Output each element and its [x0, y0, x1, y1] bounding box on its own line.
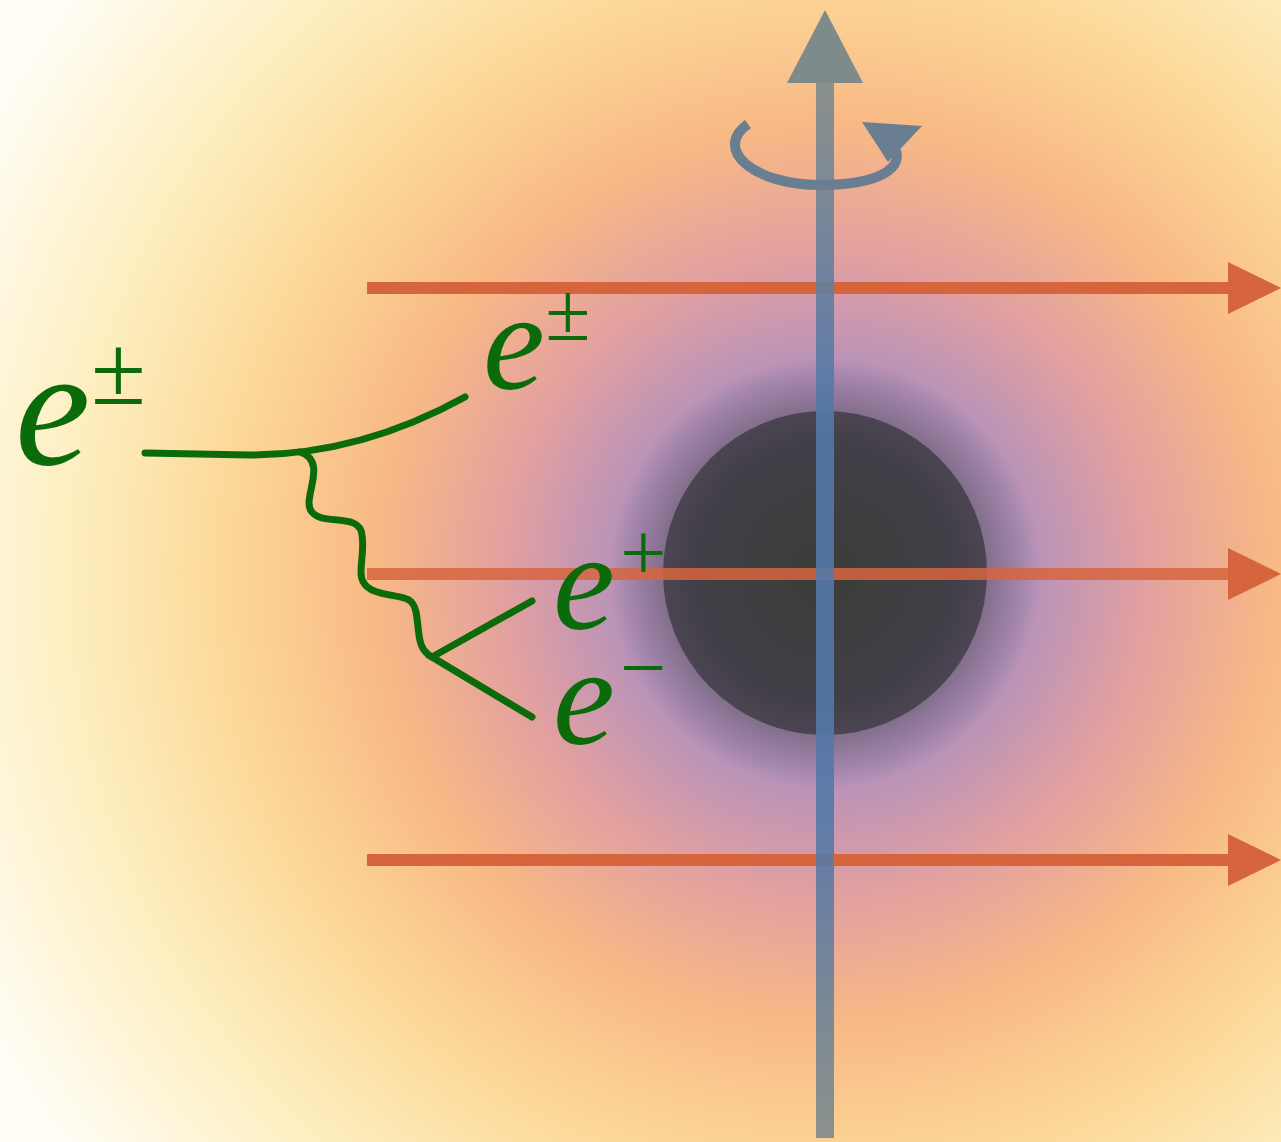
- particle-label: e±: [15, 321, 145, 492]
- particle-label: e±: [483, 272, 590, 413]
- pair-cascade: [145, 397, 532, 717]
- particle-label: e−: [553, 627, 670, 768]
- rotation-axis: [735, 10, 922, 1138]
